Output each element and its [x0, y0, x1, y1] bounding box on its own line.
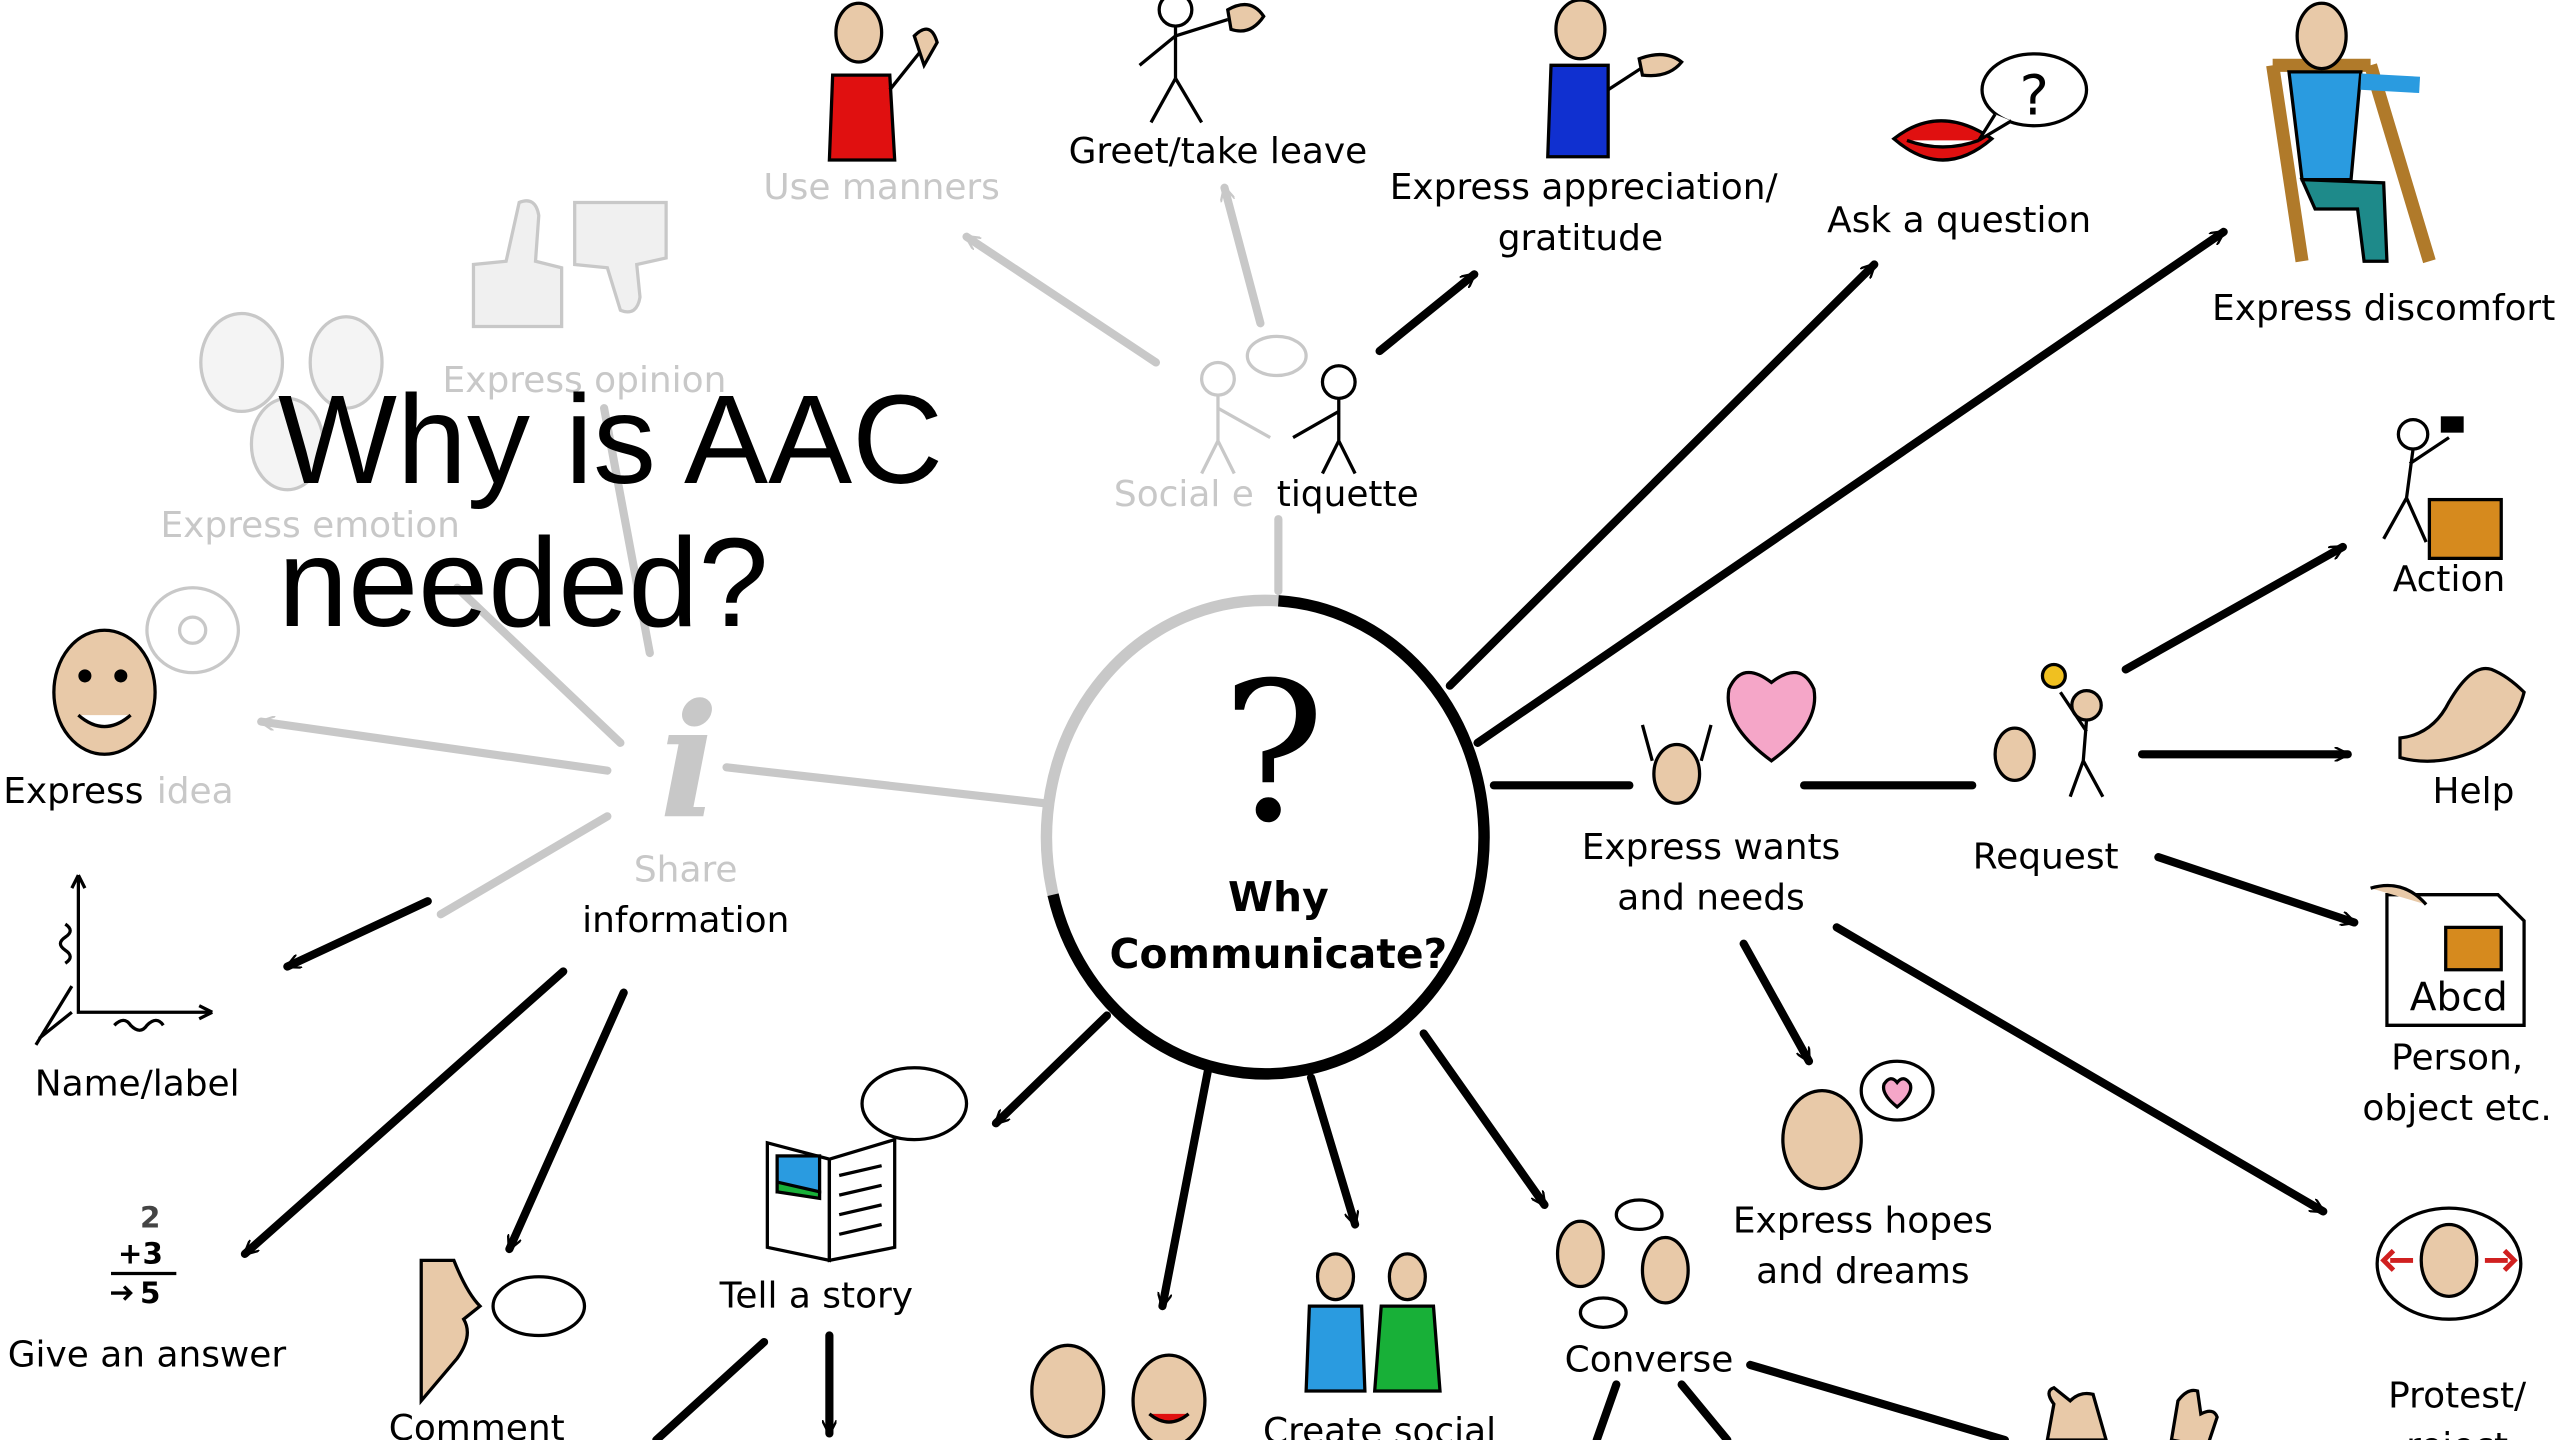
connector-share-namelabel: [283, 897, 432, 971]
svg-text:5: 5: [140, 1276, 160, 1310]
connector-share-answer: [240, 967, 568, 1258]
label-tell-a-story: Tell a story: [719, 1276, 913, 1317]
connector-converse-mid: [1677, 1380, 1732, 1440]
protest-face-icon: [2375, 1206, 2523, 1321]
svg-text:?: ?: [2020, 63, 2049, 128]
hammer-person-icon: [2382, 416, 2503, 560]
two-people-icon: [1200, 334, 1357, 475]
slide-title-line-2: needed?: [278, 512, 769, 653]
label-express-wants-2: and needs: [1617, 877, 1804, 918]
lightbulb-person-icon: [1993, 662, 2105, 798]
label-protest-1: Protest/: [2388, 1375, 2527, 1416]
connector-wants-hopes: [1739, 939, 1814, 1066]
waving-person-icon: [1138, 0, 1266, 124]
label-person-object-1: Person,: [2391, 1037, 2523, 1078]
center-label-communicate: Communicate?: [1110, 930, 1448, 978]
heart-person-icon: [1640, 671, 1817, 805]
label-action: Action: [2393, 559, 2505, 600]
connector-share-idea: [257, 722, 612, 775]
label-share-information-2: information: [582, 900, 789, 941]
graph-icon: [34, 874, 213, 1046]
label-express-hopes-2: and dreams: [1756, 1251, 1970, 1292]
slide-title: Why is AAC needed?: [278, 368, 943, 654]
connector-share-comment: [505, 988, 628, 1254]
book-speech-icon: [765, 1066, 969, 1263]
label-comment: Comment: [389, 1408, 565, 1440]
labels: Use manners Greet/take leave Express app…: [3, 131, 2555, 1440]
laughing-faces-icon: [1030, 1343, 1207, 1440]
label-request: Request: [1973, 837, 2119, 878]
connector-center-feelings: [1162, 1065, 1213, 1311]
hand-icon: [2398, 666, 2526, 763]
math-sum-icon: 2 +3 5: [111, 1201, 177, 1310]
slide-title-line-1: Why is AAC: [278, 369, 944, 510]
thinking-face-icon: [52, 586, 240, 756]
clapping-person-icon: [827, 1, 939, 162]
faces-icon: [199, 311, 384, 492]
label-help: Help: [2433, 771, 2515, 812]
connector-etiq-greet: [1224, 183, 1265, 328]
connector-converse-right: [1746, 1360, 2009, 1440]
svg-text:2: 2: [140, 1201, 160, 1235]
speaking-face-icon: [419, 1258, 587, 1406]
label-express-idea-1: Express: [3, 771, 143, 812]
connector-share-center: [722, 763, 1049, 808]
svg-text:+3: +3: [118, 1237, 163, 1271]
connector-center-story: [991, 1011, 1112, 1128]
connector-etiq-manners: [962, 232, 1160, 367]
label-social-etiquette-1: Social e: [1114, 474, 1254, 515]
label-ask-question: Ask a question: [1827, 200, 2091, 241]
label-social-etiquette-2: tiquette: [1277, 474, 1419, 515]
label-use-manners: Use manners: [763, 167, 1000, 208]
connector-converse-down: [1592, 1380, 1621, 1440]
connector-etiq-appreciation: [1375, 270, 1479, 356]
box-card-icon: [2370, 883, 2526, 1027]
connector-story-left: [652, 1337, 769, 1440]
connector-request-action: [2121, 542, 2347, 674]
label-converse: Converse: [1565, 1339, 1734, 1380]
connector-request-person: [2154, 853, 2359, 927]
center-node: ? Why Communicate?: [1040, 594, 1490, 1080]
center-label-why: Why: [1228, 873, 1329, 921]
connector-share-name: [436, 812, 612, 919]
label-person-object-2: object etc.: [2362, 1088, 2551, 1129]
label-greet-take-leave: Greet/take leave: [1069, 131, 1368, 172]
label-express-discomfort: Express discomfort: [2212, 288, 2555, 329]
label-share-information-1: Share: [634, 850, 738, 891]
connector-center-social: [1306, 1073, 1355, 1229]
dreaming-face-icon: [1781, 1059, 1935, 1191]
label-express-appreciation-1: Express appreciation/: [1390, 167, 1779, 208]
connector-center-converse: [1419, 1029, 1549, 1209]
talking-heads-icon: [1555, 1198, 1690, 1329]
connector-share-emotion: [453, 583, 625, 747]
label-express-emotion: Express emotion: [160, 505, 459, 546]
connector-center-question: [1445, 260, 1879, 690]
label-express-wants-1: Express wants: [1582, 827, 1841, 868]
discomfort-person-icon: [2266, 1, 2436, 264]
center-ring-black: [1047, 595, 1490, 1080]
connector-center-discomfort: [1473, 227, 2228, 747]
label-protest-2: reject: [2406, 1426, 2508, 1440]
connector-wants-protest: [1832, 923, 2328, 1216]
lips-question-icon: ?: [1891, 52, 2089, 162]
center-question-mark: ?: [1222, 642, 1325, 866]
giving-person-icon: [1546, 0, 1684, 159]
center-ring-grey: [1040, 594, 1279, 896]
connector-lines: [240, 183, 2359, 1440]
label-express-idea-2: idea: [157, 771, 234, 812]
svg-text:i: i: [659, 669, 719, 853]
thumbs-icon: [471, 199, 668, 329]
label-express-opinion: Express opinion: [443, 360, 727, 401]
label-give-an-answer: Give an answer: [8, 1335, 287, 1376]
label-create-social: Create social: [1263, 1411, 1496, 1440]
connector-share-opinion: [600, 404, 654, 658]
label-abcd: Abcd: [2410, 976, 2508, 1021]
friends-icon: [1304, 1252, 1442, 1393]
label-express-appreciation-2: gratitude: [1498, 218, 1663, 259]
label-name-label: Name/label: [35, 1064, 240, 1105]
raised-hands-icon: [2045, 1385, 2219, 1440]
label-express-hopes-1: Express hopes: [1733, 1201, 1993, 1242]
info-icon: i: [659, 669, 719, 853]
